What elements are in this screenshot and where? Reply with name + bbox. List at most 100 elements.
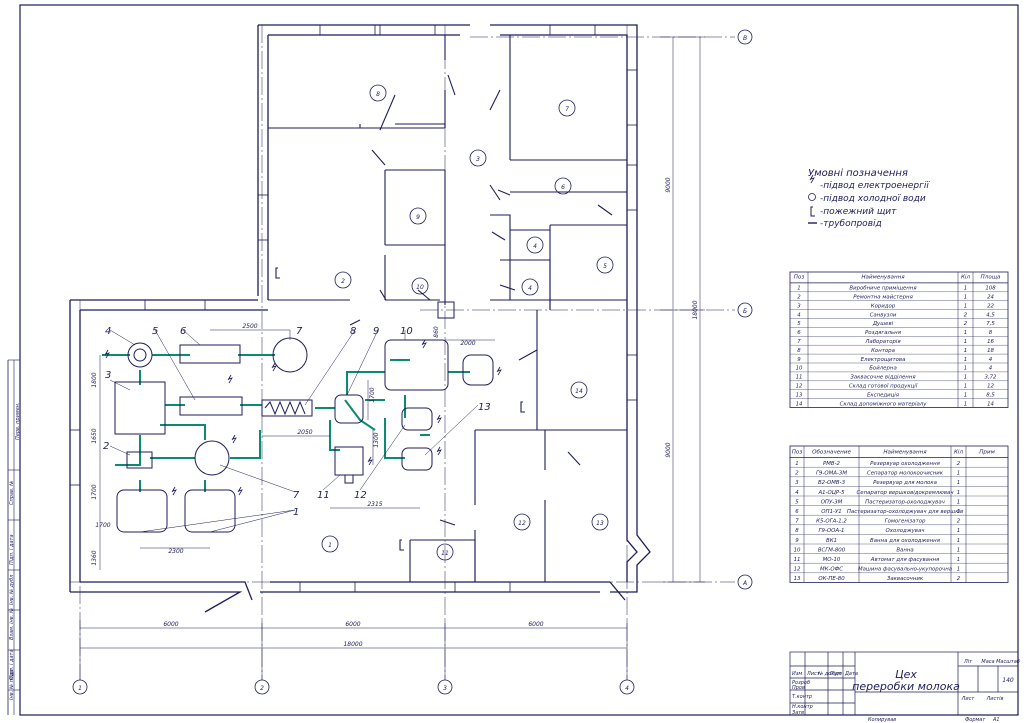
room-number: 14 — [575, 388, 583, 395]
table-cell: 13 — [794, 576, 801, 582]
table-header-cell: Обозначение — [812, 449, 851, 455]
table-header-cell: Поз — [794, 275, 805, 281]
table-cell: 1 — [964, 375, 967, 381]
axis-bubble — [737, 302, 753, 318]
table-cell: А1-ОЦР-5 — [817, 490, 845, 496]
side-stamp: Інв. № подл Підп. і дата Взам. інв. № Ін… — [7, 359, 21, 715]
table-cell: 7 — [795, 519, 799, 525]
table-cell: 6 — [795, 509, 799, 515]
table-cell: 5 — [797, 321, 801, 327]
svg-text:Розроб: Розроб — [792, 680, 810, 686]
table-cell: 18 — [987, 348, 994, 354]
table-cell: 1 — [964, 401, 967, 407]
table-header-cell: Кіл — [954, 449, 964, 455]
table-cell: Електрощитова — [861, 357, 906, 363]
table-cell: Пастеризатор-охолоджувач — [865, 499, 945, 505]
table-cell: 3 — [795, 480, 799, 486]
power-supply-icon — [809, 174, 815, 184]
equip-number: 6 — [180, 326, 186, 337]
table-cell: 12 — [987, 384, 994, 390]
table-cell: 1 — [957, 547, 960, 553]
room-number: 7 — [565, 106, 569, 113]
table-cell: Заквасочник — [887, 576, 924, 582]
room-number: 6 — [561, 184, 565, 191]
axis-label: 2 — [260, 685, 264, 692]
axis-label: А — [742, 580, 747, 587]
svg-text:Масштаб: Масштаб — [996, 659, 1020, 665]
table-cell: Охолоджувач — [886, 528, 925, 534]
table-cell: РМВ-2 — [823, 461, 841, 467]
table-cell: 1 — [964, 303, 967, 309]
table-cell: 1 — [957, 528, 960, 534]
table-cell: ОК-ПЕ-80 — [818, 576, 845, 582]
equip-number: 3 — [105, 370, 111, 381]
axis-label: Б — [743, 308, 747, 315]
dim-value: 9000 — [665, 442, 672, 457]
table-cell: 22 — [987, 303, 994, 309]
svg-text:Т.контр: Т.контр — [792, 694, 812, 700]
fire-panel-icon — [275, 267, 525, 551]
building-walls — [69, 24, 651, 613]
dim-value: 2000 — [460, 340, 475, 347]
table-cell: 1 — [964, 295, 967, 301]
table-frame — [789, 271, 1009, 408]
table-cell: 1 — [964, 384, 967, 390]
table-cell: Автомат для фасування — [870, 557, 940, 563]
svg-text:Листів: Листів — [985, 696, 1003, 702]
scale-value: 140 — [1002, 677, 1014, 684]
table-cell: Склад готової продукції — [849, 384, 919, 390]
table-cell: К5-ОГА-1,2 — [816, 519, 847, 525]
room-number: 3 — [476, 156, 480, 163]
table-cell: 9 — [797, 357, 801, 363]
table-cell: 10 — [796, 366, 803, 372]
table-cell: 8 — [797, 348, 801, 354]
equip-number: 10 — [400, 326, 413, 337]
stamp-label: Підп. і дата — [9, 649, 15, 680]
axis-markers: 1 2 3 4 А Б В — [72, 29, 753, 695]
table-cell: 2 — [795, 471, 799, 477]
dim-value: 1300 — [373, 432, 380, 447]
title-block — [789, 651, 1019, 716]
table-header-cell: Поз — [792, 449, 803, 455]
equip-number: 4 — [105, 326, 111, 337]
dim-value: 2500 — [242, 323, 257, 330]
room-number: 8 — [376, 91, 380, 98]
table-cell: 14 — [796, 401, 803, 407]
legend-item: -пожежний щит — [820, 207, 897, 217]
table-header-cell: Площа — [981, 275, 1001, 281]
dim-value: 6000 — [163, 621, 178, 628]
dim-value: 1650 — [91, 428, 98, 443]
equip-number: 8 — [350, 326, 356, 337]
table-cell: 4 — [989, 357, 993, 363]
dim-value: 1700 — [95, 522, 110, 529]
legend-item: -трубопровід — [820, 219, 882, 229]
dimension-text: 6000 6000 6000 18000 9000 9000 18000 250… — [91, 177, 699, 648]
table-cell: 1 — [957, 480, 960, 486]
table-cell: 12 — [794, 567, 801, 573]
svg-text:Формат: Формат — [965, 717, 986, 723]
table-cell: 5 — [795, 499, 799, 505]
stamp-label: Перв. примен. — [15, 402, 21, 440]
room-number: 13 — [596, 520, 604, 527]
stamp-label: Інв. № дубл — [9, 574, 15, 605]
axis-bubble — [737, 574, 753, 590]
table-cell: Заквасочне відділення — [850, 375, 916, 381]
room-number: 11 — [441, 550, 449, 557]
svg-text:Підп: Підп — [830, 671, 843, 677]
table-cell: 1 — [957, 557, 960, 563]
table-cell: 4 — [989, 366, 993, 372]
equip-number: 13 — [478, 402, 491, 413]
axis-label: 4 — [625, 685, 629, 692]
table-cell: 24 — [987, 295, 994, 301]
equip-number: 7 — [293, 490, 300, 501]
dim-value: 2315 — [367, 501, 382, 508]
table-cell: 2 — [964, 321, 968, 327]
pipelines — [102, 354, 470, 492]
svg-text:Лист: Лист — [961, 696, 976, 702]
table-cell: Душеві — [872, 321, 894, 327]
table-cell: 6 — [797, 330, 801, 336]
dim-value: 18000 — [692, 300, 699, 319]
cold-water-icon — [808, 193, 816, 201]
table-cell: 4 — [795, 490, 799, 496]
table-cell: 2 — [957, 461, 961, 467]
